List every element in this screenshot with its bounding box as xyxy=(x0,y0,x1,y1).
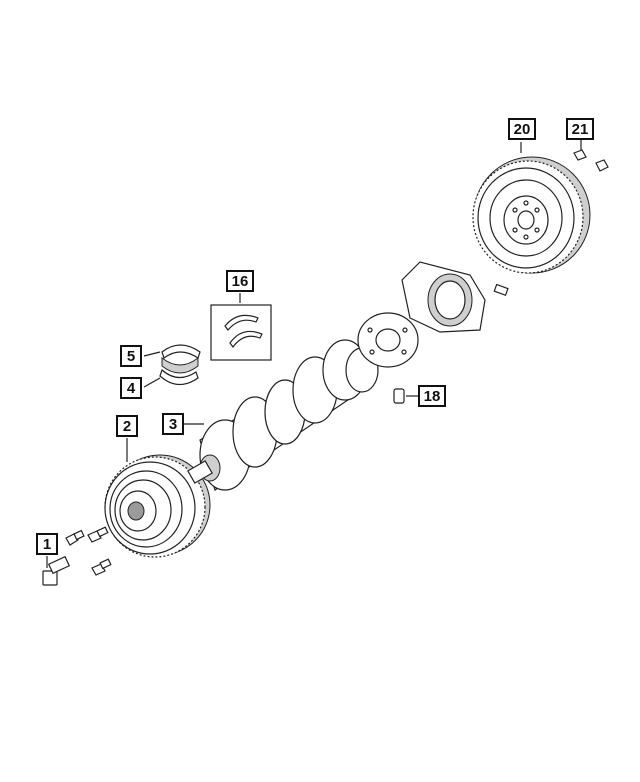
damper-pulley-part-2 xyxy=(104,454,211,558)
bolt-large-part-1 xyxy=(42,555,71,586)
callout-5: 5 xyxy=(120,345,142,367)
leader-lines xyxy=(46,140,582,568)
crankshaft-part-3 xyxy=(187,339,379,491)
callout-18: 18 xyxy=(418,385,446,407)
bearing-lower-part-4 xyxy=(159,368,199,386)
callout-4: 4 xyxy=(120,377,142,399)
bolt-small-part-1-b xyxy=(87,526,109,543)
bearing-upper-part-5 xyxy=(161,344,201,374)
dowel-part-18 xyxy=(393,388,405,404)
callout-2: 2 xyxy=(116,415,138,437)
callout-1: 1 xyxy=(36,533,58,555)
callout-20: 20 xyxy=(508,118,536,140)
callout-3: 3 xyxy=(162,413,184,435)
tone-wheel-plate xyxy=(357,312,419,368)
flywheel-part-20 xyxy=(472,156,591,274)
callout-16: 16 xyxy=(226,270,254,292)
bolt-small-part-1-c xyxy=(91,558,112,576)
callout-21: 21 xyxy=(566,118,594,140)
rear-seal-housing xyxy=(401,261,509,333)
thrust-washers-part-16 xyxy=(210,304,272,361)
flywheel-bolts-part-21 xyxy=(573,149,609,172)
bolt-small-part-1-a xyxy=(65,529,85,546)
